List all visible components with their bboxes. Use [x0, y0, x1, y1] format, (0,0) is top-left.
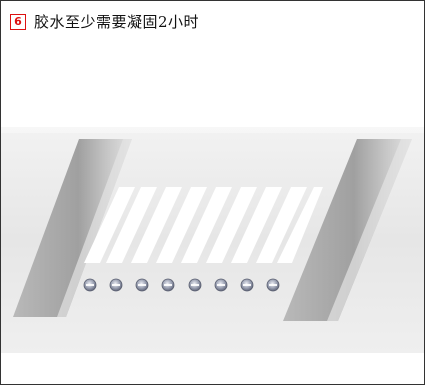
- screw-icon: [109, 278, 123, 292]
- slat: [277, 187, 323, 263]
- slat: [84, 187, 135, 263]
- left-rail: [13, 139, 132, 317]
- slat: [131, 187, 182, 263]
- screw-icon: [266, 278, 280, 292]
- screw-icon: [161, 278, 175, 292]
- screw-icon: [214, 278, 228, 292]
- screw-icon: [135, 278, 149, 292]
- slat: [231, 187, 282, 263]
- slat: [206, 187, 257, 263]
- step-number-badge: 6: [10, 13, 26, 30]
- slat: [181, 187, 232, 263]
- step-title: 胶水至少需要凝固2小时: [34, 13, 200, 31]
- slat-group: [84, 187, 323, 263]
- slat: [156, 187, 207, 263]
- screw-icon: [240, 278, 254, 292]
- screw-row: [83, 278, 280, 292]
- slat: [106, 187, 157, 263]
- screw-icon: [83, 278, 97, 292]
- slat: [256, 187, 307, 263]
- step-header: 6 胶水至少需要凝固2小时: [10, 11, 199, 32]
- screw-icon: [188, 278, 202, 292]
- right-rail: [283, 139, 412, 321]
